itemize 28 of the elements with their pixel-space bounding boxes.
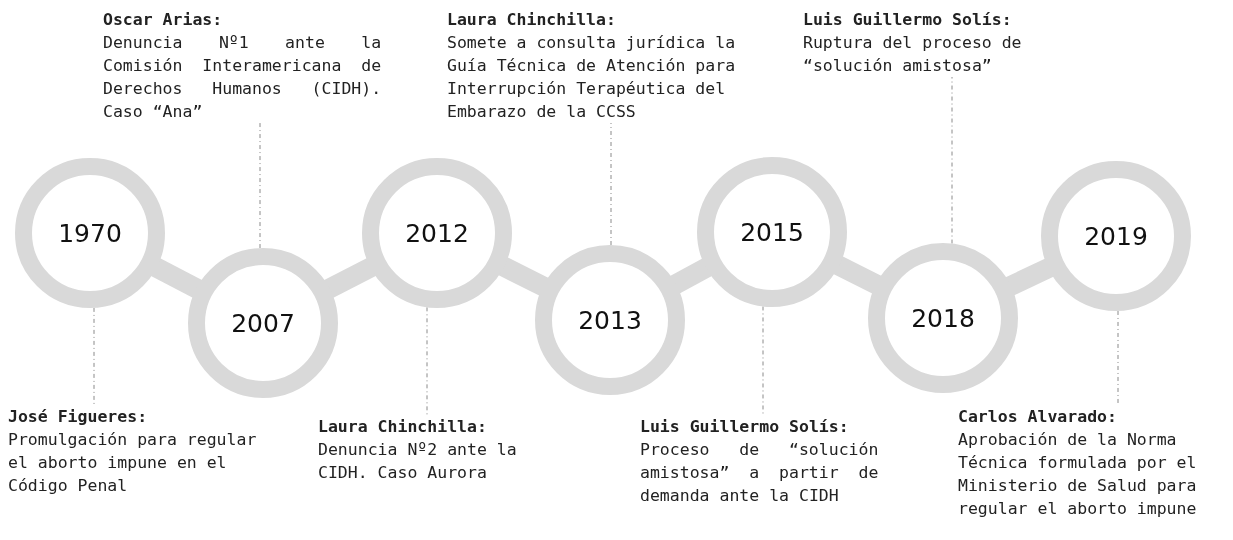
leader-line xyxy=(259,122,261,249)
year-label: 2018 xyxy=(911,303,975,333)
person-heading: Laura Chinchilla: xyxy=(447,9,617,31)
leader-line xyxy=(426,306,428,416)
event-description: Promulgación para regular el aborto impune en el Código Penal xyxy=(8,429,258,497)
year-label: 2019 xyxy=(1084,221,1148,251)
year-label: 2013 xyxy=(578,305,642,335)
leader-line xyxy=(610,122,612,246)
year-label: 2015 xyxy=(740,217,804,247)
year-label: 2007 xyxy=(231,308,295,338)
year-label: 2012 xyxy=(405,218,469,248)
year-label: 1970 xyxy=(58,218,122,248)
event-description: Denuncia Nº1 ante la Comisión Interamericana de Derechos Humanos (CIDH). Caso “Ana” xyxy=(103,32,382,123)
event-description: Proceso de “solución amistosa” a partir de demanda ante la CIDH xyxy=(640,439,879,507)
leader-line xyxy=(762,305,764,416)
event-description: Aprobación de la Norma Técnica formulada por el Ministerio de Salud para regular el aborto impune xyxy=(958,429,1198,520)
event-description: Somete a consulta jurídica la Guía Técnica de Atención para Interrupción Terapéutica del Embarazo de la CCSS xyxy=(447,32,737,123)
person-heading: Oscar Arias: xyxy=(103,9,224,31)
event-description: Denuncia Nº2 ante la CIDH. Caso Aurora xyxy=(318,439,518,484)
leader-line xyxy=(1117,310,1119,406)
event-description: Ruptura del proceso de “solución amistosa” xyxy=(803,32,1022,77)
person-heading: Carlos Alvarado: xyxy=(958,406,1118,428)
person-heading: Laura Chinchilla: xyxy=(318,416,488,438)
person-heading: José Figueres: xyxy=(8,406,149,428)
leader-line xyxy=(951,76,953,245)
leader-line xyxy=(93,307,95,406)
person-heading: Luis Guillermo Solís: xyxy=(803,9,1013,31)
person-heading: Luis Guillermo Solís: xyxy=(640,416,850,438)
